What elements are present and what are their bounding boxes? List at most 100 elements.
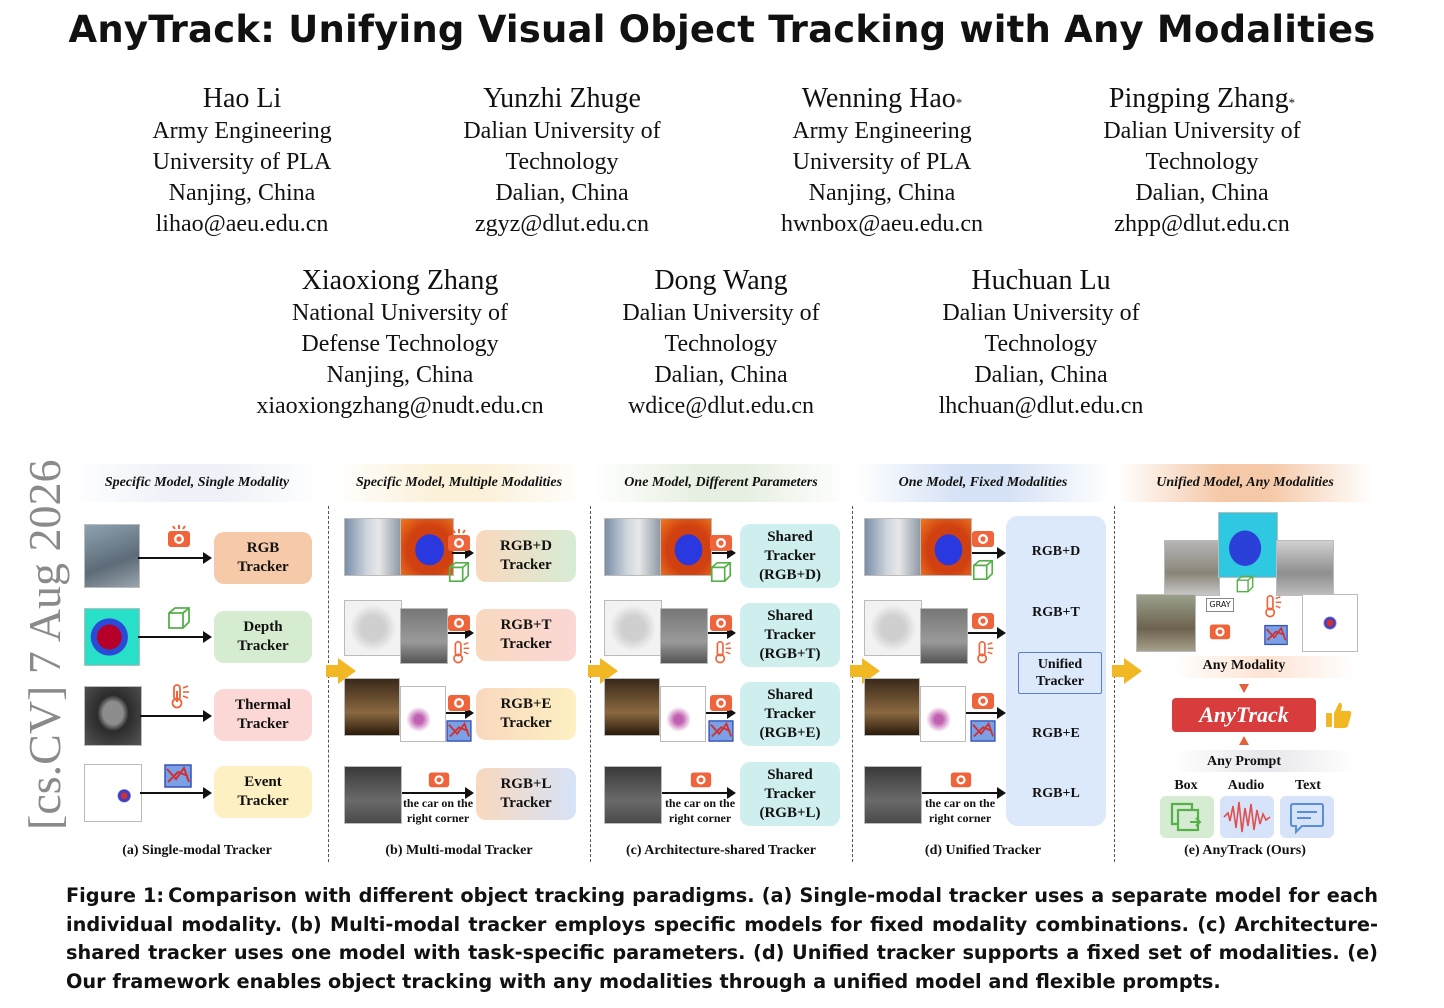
camera-icon [168, 525, 190, 547]
camera-icon [710, 535, 732, 551]
event-tracker-box: Event Tracker [214, 766, 312, 818]
rgb-tracker-box: RGB Tracker [214, 532, 312, 584]
thermal-tracker-box: Thermal Tracker [214, 689, 312, 741]
tracker-label: RGB+E Tracker [500, 696, 552, 731]
thermal-image-thumbnail [84, 686, 142, 746]
camera-icon [448, 695, 470, 711]
language-prompt: the car on the right corner [924, 796, 996, 825]
author-name: Yunzhi Zhuge [392, 82, 732, 116]
flow-arrow [972, 547, 1006, 559]
flow-arrow [402, 787, 474, 799]
author-name: Pingping Zhang* [1032, 82, 1372, 116]
author-email: zgyz@dlut.edu.cn [474, 211, 650, 237]
author-affiliation: Dalian, China [495, 180, 629, 206]
author-affiliation: Dalian, China [1135, 180, 1269, 206]
language-prompt: the car on the right corner [664, 796, 736, 825]
rgb-image-thumbnail [1164, 540, 1220, 596]
arxiv-stamp: [cs.CV] 7 Aug 2026 [19, 459, 70, 830]
panel-caption-b: (b) Multi-modal Tracker [385, 843, 533, 858]
camera-icon [710, 615, 732, 631]
thermometer-icon [715, 641, 732, 664]
rgb-image-thumbnail [1136, 594, 1196, 652]
author-name: Xiaoxiong Zhang [230, 264, 570, 298]
rgbl-tracker-box: RGB+L Tracker [476, 768, 576, 820]
thermal-image-thumbnail [920, 608, 968, 664]
tracker-label: Event Tracker [237, 774, 289, 809]
figure-1: Specific Model, Single Modality Specific… [68, 462, 1376, 864]
camera-icon [1209, 624, 1231, 640]
author-email: xiaoxiongzhang@nudt.edu.cn [256, 393, 544, 419]
rgb-image-thumbnail [864, 518, 922, 576]
panel-header-d: One Model, Fixed Modalities [856, 464, 1110, 502]
depth-cube-icon [168, 607, 190, 629]
tracker-label: Shared Tracker (RGB+T) [759, 607, 821, 662]
flow-arrow [138, 552, 212, 564]
prompt-label-audio: Audio [1227, 778, 1265, 793]
tracker-label: RGB+D Tracker [500, 538, 552, 573]
author-affiliation: Nanjing, China [168, 180, 316, 206]
author-affiliation: Dalian University of [622, 300, 820, 326]
modality-label-rgbd: RGB+D [1031, 544, 1081, 559]
author-email: lhchuan@dlut.edu.cn [938, 393, 1144, 419]
flow-arrow [922, 787, 1006, 799]
audio-prompt-tile [1220, 796, 1274, 838]
author-name-text: Huchuan Lu [971, 265, 1111, 296]
event-image-thumbnail [84, 764, 142, 822]
flow-arrow [446, 707, 474, 719]
depth-image-thumbnail [1218, 512, 1278, 578]
flow-arrow [140, 710, 212, 722]
author-name-text: Wenning Hao [801, 83, 956, 114]
author-email: wdice@dlut.edu.cn [627, 393, 815, 419]
author-name: Hao Li [72, 82, 412, 116]
thermometer-icon [453, 641, 470, 664]
flow-arrow [662, 787, 736, 799]
shared-tracker-rgbt: Shared Tracker (RGB+T) [740, 603, 840, 667]
author-affiliation: Technology [1145, 149, 1259, 175]
rgb-image-thumbnail [604, 678, 660, 736]
event-image-thumbnail [920, 686, 966, 742]
depth-image-thumbnail [660, 518, 712, 576]
flow-arrow [706, 707, 736, 719]
audio-wave-icon [1223, 801, 1271, 833]
flow-arrow [140, 787, 212, 799]
shared-tracker-rgbl: Shared Tracker (RGB+L) [740, 762, 840, 826]
panel-divider [328, 506, 329, 862]
modality-label-rgbe: RGB+E [1032, 726, 1080, 741]
camera-icon [428, 772, 450, 788]
rgb-image-thumbnail [344, 518, 402, 576]
author-affiliation: Dalian, China [974, 362, 1108, 388]
flow-arrow [968, 627, 1006, 639]
panel-caption-e: (e) AnyTrack (Ours) [1184, 843, 1306, 858]
anytrack-box: AnyTrack [1172, 698, 1316, 732]
author-affiliation: University of PLA [152, 149, 332, 175]
rgb-image-thumbnail [864, 678, 920, 736]
panel-header-b: Specific Model, Multiple Modalities [332, 464, 586, 502]
author-affiliation: Dalian University of [942, 300, 1140, 326]
depth-image-thumbnail [920, 518, 972, 576]
box-prompt-icon [1170, 802, 1202, 832]
author-name-text: Xiaoxiong Zhang [301, 265, 499, 296]
prompt-label-box: Box [1174, 778, 1198, 793]
transition-arrow [588, 658, 618, 684]
any-prompt-label: Any Prompt [1206, 754, 1282, 769]
depth-cube-icon [448, 561, 470, 583]
flow-arrow [138, 631, 212, 643]
transition-arrow [850, 658, 880, 684]
tracker-label: Depth Tracker [237, 619, 289, 654]
camera-icon [950, 772, 972, 788]
author-name: Huchuan Lu [871, 264, 1211, 298]
depth-image-thumbnail [400, 518, 454, 576]
down-arrow [1239, 684, 1249, 693]
rgbe-tracker-box: RGB+E Tracker [476, 688, 576, 740]
rgb-image-thumbnail [864, 600, 922, 656]
figure-caption-label: Figure 1: [66, 884, 165, 907]
tracker-label: Shared Tracker (RGB+E) [759, 686, 821, 741]
flow-arrow [712, 547, 736, 559]
camera-icon [972, 613, 994, 629]
unified-tracker-box: Unified Tracker [1018, 652, 1102, 694]
